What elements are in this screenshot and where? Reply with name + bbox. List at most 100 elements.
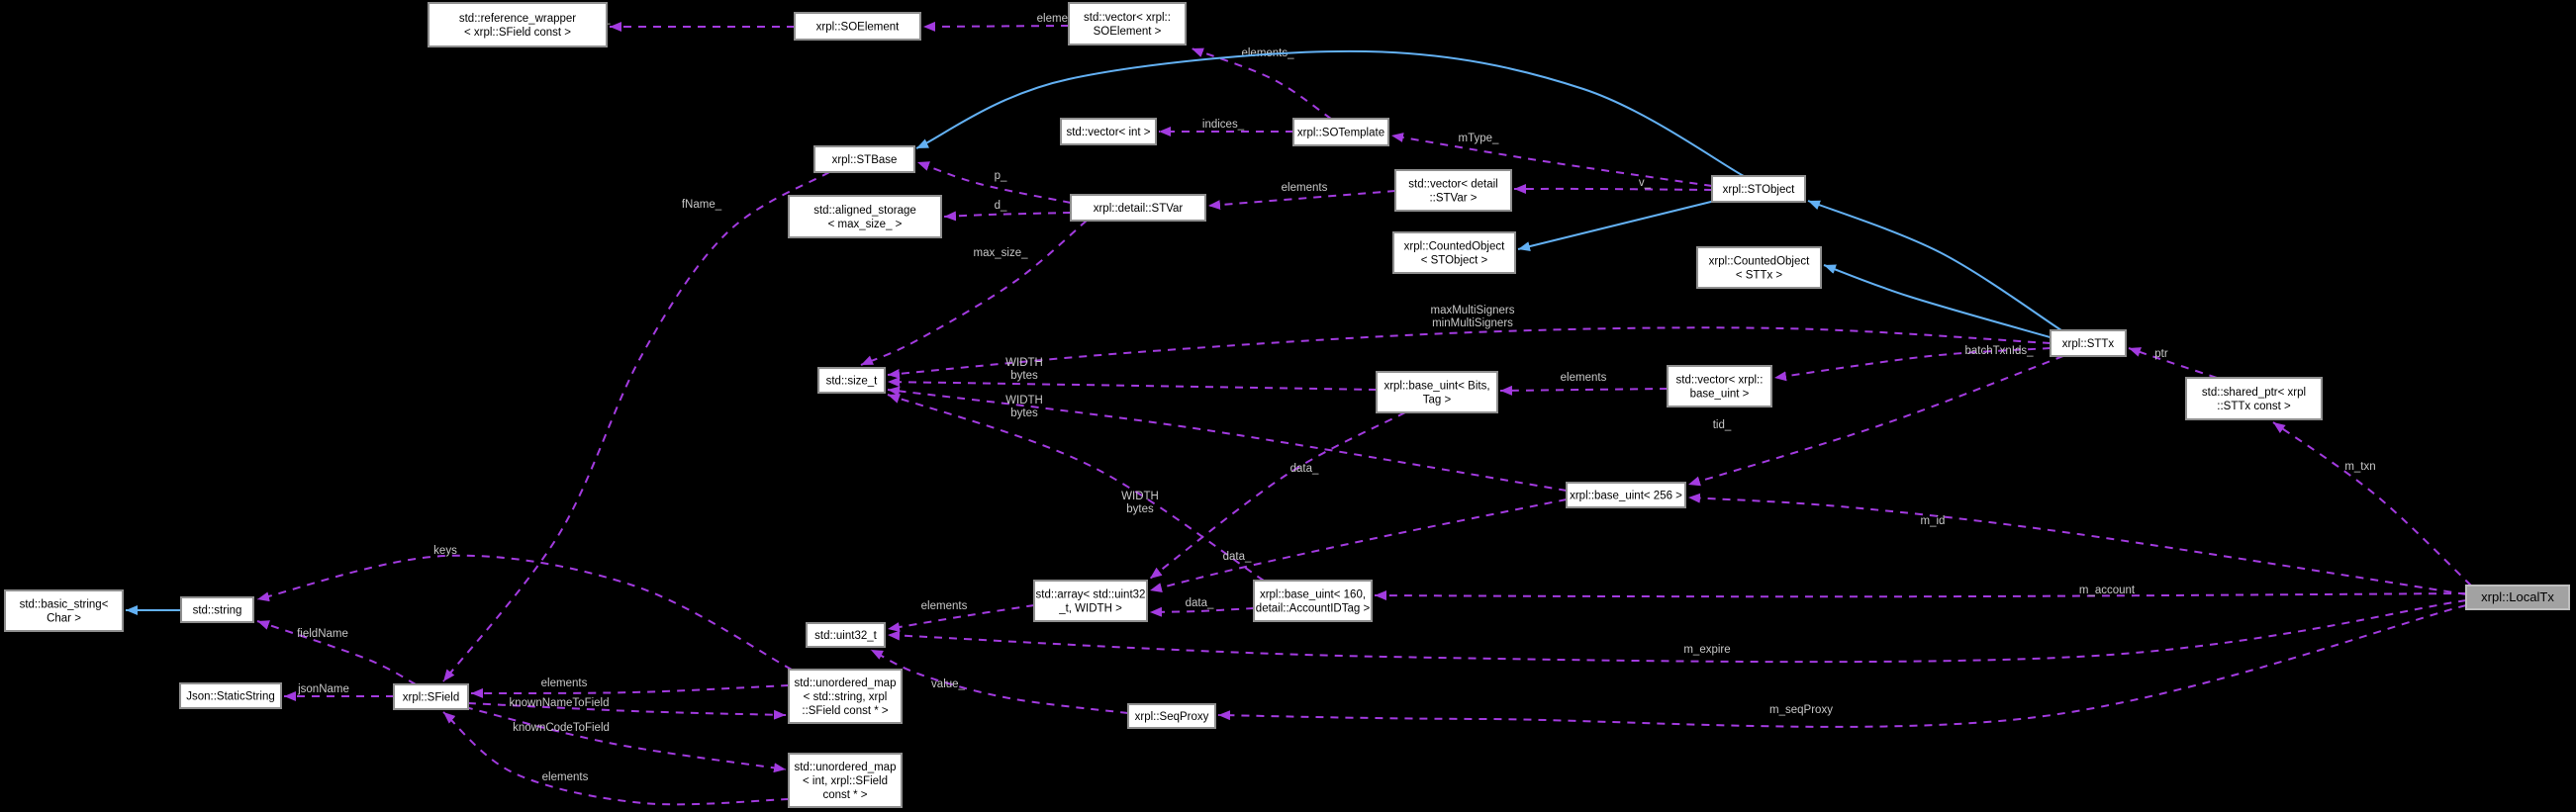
edge-data_-160 [1149,606,1255,617]
edge-knownNameToField [467,702,787,720]
node-label-seqproxy: xrpl::SeqProxy [1135,711,1209,723]
edge-label-m_account: m_account [2079,585,2136,596]
node-label-unordered-map-string: < std::string, xrpl [804,691,888,703]
edge-inherit-stobject-countedobject [1517,199,1720,251]
node-label-reference-wrapper: std::reference_wrapper [459,13,576,25]
node-countedobject-sttx[interactable]: xrpl::CountedObject< STTx > [1696,246,1822,289]
node-box-array-uint32 [1033,580,1148,622]
node-label-basic-string: Char > [47,613,81,625]
node-base-uint-160[interactable]: xrpl::base_uint< 160,detail::AccountIDTa… [1253,580,1373,622]
edge-inherit-sttx-countedobject [1823,264,2054,339]
edge-label-WIDTH-bytes-256: WIDTH [1005,395,1043,406]
edge-m_expire [887,599,2467,664]
node-label-aligned-storage: < max_size_ > [828,219,903,230]
edge-label-keys: keys [433,545,457,557]
edge-label-d_: d_ [995,200,1007,212]
node-vector-int[interactable]: std::vector< int > [1060,118,1157,145]
node-unordered-map-int[interactable]: std::unordered_map< int, xrpl::SFieldcon… [788,753,903,808]
edge-elements-map-int [442,711,790,806]
node-box-sotemplate [1292,118,1389,146]
edge-label-fieldName: fieldName [297,628,348,640]
node-label-unordered-map-string: std::unordered_map [795,677,897,689]
node-uint32-t[interactable]: std::uint32_t [806,622,886,648]
node-box-base-uint-160 [1253,580,1373,622]
edge-elements_-sotemplate [1191,47,1332,120]
node-label-countedobject-stobject: xrpl::CountedObject [1404,241,1505,253]
edge-label-WIDTH-bytes-256: bytes [1010,407,1038,419]
node-unordered-map-string[interactable]: std::unordered_map< std::string, xrpl::S… [788,669,903,724]
node-stobject[interactable]: xrpl::STObject [1711,175,1806,203]
node-sotemplate[interactable]: xrpl::SOTemplate [1292,118,1389,146]
node-box-vector-stvar [1394,169,1512,212]
node-vector-base-uint[interactable]: std::vector< xrpl::base_uint > [1667,365,1772,407]
node-vector-soelement[interactable]: std::vector< xrpl::SOElement > [1068,2,1187,45]
node-label-stobject: xrpl::STObject [1723,184,1795,196]
node-basic-string[interactable]: std::basic_string<Char > [4,589,124,632]
node-label-vector-base-uint: std::vector< xrpl:: [1676,375,1764,387]
edge-label-WIDTH-bytes-160: WIDTH [1121,491,1159,502]
node-array-uint32[interactable]: std::array< std::uint32_t, WIDTH > [1033,580,1148,622]
node-label-countedobject-stobject: < STObject > [1421,255,1488,267]
node-label-size-t: std::size_t [826,376,879,388]
edge-maxMultiSigners-minMultiSigners [887,326,2051,379]
node-stbase[interactable]: xrpl::STBase [813,145,915,173]
node-aligned-storage[interactable]: std::aligned_storage< max_size_ > [788,195,942,238]
node-localtx[interactable]: xrpl::LocalTx [2465,585,2570,610]
node-box-countedobject-sttx [1696,246,1822,289]
node-label-aligned-storage: std::aligned_storage [813,205,916,217]
node-base-uint-bits-tag[interactable]: xrpl::base_uint< Bits,Tag > [1376,371,1498,413]
node-label-reference-wrapper: < xrpl::SField const > [464,27,571,39]
node-label-countedobject-sttx: < STTx > [1736,270,1783,282]
node-base-uint-256[interactable]: xrpl::base_uint< 256 > [1566,482,1686,508]
edge-label-m_id: m_id [1921,515,1946,527]
node-sttx[interactable]: xrpl::STTx [2050,329,2127,357]
node-label-countedobject-sttx: xrpl::CountedObject [1709,256,1810,268]
edge-fieldName [256,620,417,685]
edge-mType_ [1390,133,1713,187]
edge-elements-array [887,604,1035,632]
node-shared-ptr-sttx[interactable]: std::shared_ptr< xrpl::STTx const > [2185,377,2323,420]
node-label-staticstring: Json::StaticString [186,691,274,703]
edge-inherit-sttx-stobject [1807,200,2062,331]
node-string[interactable]: std::string [180,596,254,623]
edge-data_-256 [1149,498,1568,592]
node-label-base-uint-160: detail::AccountIDTag > [1256,603,1371,615]
node-label-vector-base-uint: base_uint > [1690,389,1750,401]
node-label-uint32-t: std::uint32_t [814,630,877,642]
node-box-stvar [1070,194,1206,222]
edge-label-elements-array: elements [921,600,968,612]
edge-label-WIDTH-bytes-bits: bytes [1010,370,1038,382]
node-seqproxy[interactable]: xrpl::SeqProxy [1127,703,1216,729]
node-stvar[interactable]: xrpl::detail::STVar [1070,194,1206,222]
node-size-t[interactable]: std::size_t [817,367,886,394]
edge-WIDTH-bytes-bits [887,377,1378,391]
edge-label-fName_: fName_ [682,199,722,211]
node-box-reference-wrapper [428,2,608,47]
node-box-uint32-t [806,622,886,648]
edge-batchTxnIds_ [1773,347,2051,382]
edge-label-maxMultiSigners-minMultiSigners: maxMultiSigners [1431,305,1515,316]
edge-label-p_: p_ [995,170,1007,182]
edge-d_ [943,211,1072,222]
edge-label-max_size_: max_size_ [974,247,1029,259]
node-label-base-uint-bits-tag: Tag > [1423,395,1452,406]
edge-label-m_txn: m_txn [2344,461,2375,473]
node-soelement[interactable]: xrpl::SOElement [794,12,921,41]
node-countedobject-stobject[interactable]: xrpl::CountedObject< STObject > [1392,231,1516,274]
node-vector-stvar[interactable]: std::vector< detail::STVar > [1394,169,1512,212]
edge-ptr [2128,347,2218,379]
node-label-basic-string: std::basic_string< [20,599,109,611]
node-staticstring[interactable]: Json::StaticString [179,682,282,709]
node-label-vector-stvar: std::vector< detail [1408,179,1497,191]
node-box-vector-base-uint [1667,365,1772,407]
node-label-base-uint-256: xrpl::base_uint< 256 > [1570,491,1682,502]
node-label-localtx: xrpl::LocalTx [2481,589,2554,604]
edge-label-maxMultiSigners-minMultiSigners: minMultiSigners [1432,317,1513,329]
node-label-sotemplate: xrpl::SOTemplate [1297,128,1384,139]
node-sfield[interactable]: xrpl::SField [393,683,469,710]
edge-m_seqProxy [1217,604,2467,728]
node-box-base-uint-bits-tag [1376,371,1498,413]
node-reference-wrapper[interactable]: std::reference_wrapper< xrpl::SField con… [428,2,608,47]
